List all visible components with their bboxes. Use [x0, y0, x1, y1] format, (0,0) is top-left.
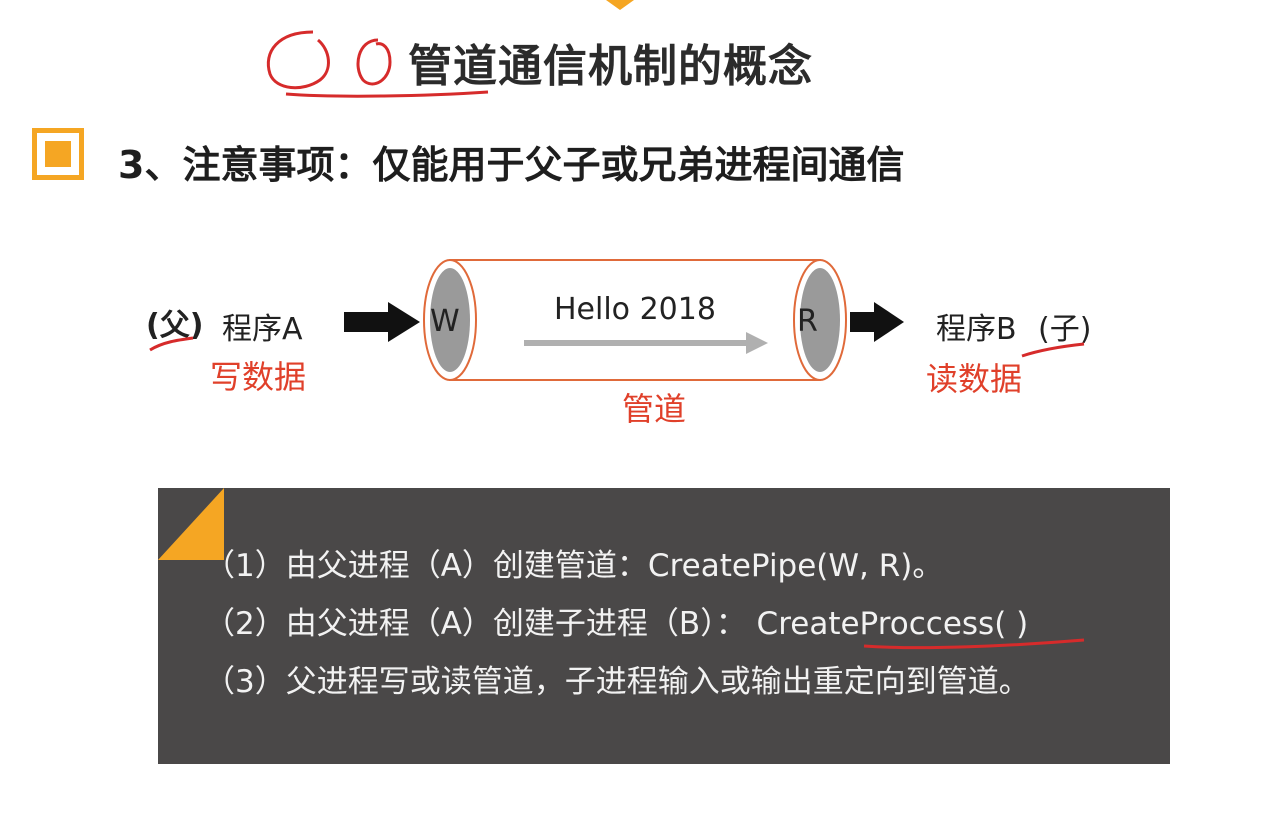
process-b-label: 程序B: [936, 304, 1017, 348]
pipe-label: 管道: [622, 384, 686, 430]
left-arrow-icon: [344, 300, 424, 344]
write-data-label: 写数据: [210, 352, 306, 398]
top-marker: [600, 0, 640, 12]
note-item-3: （3）父进程写或读管道，子进程输入或输出重定向到管道。: [204, 656, 1030, 701]
notes-corner-fold: [158, 488, 228, 562]
section-heading: 3、注意事项：仅能用于父子或兄弟进程间通信: [118, 134, 904, 189]
note-item-1: （1）由父进程（A）创建管道：CreatePipe(W, R)。: [204, 540, 943, 585]
pipe-message: Hello 2018: [554, 292, 716, 327]
slide-title: 管道通信机制的概念: [408, 30, 813, 94]
read-end-label: R: [797, 304, 818, 339]
bullet-square: [32, 128, 84, 180]
right-arrow-icon: [850, 300, 906, 344]
handwritten-underline-right: [1020, 340, 1090, 360]
process-a-label: 程序A: [222, 304, 303, 348]
write-end-label: W: [430, 304, 460, 339]
handwritten-underline-notes: [862, 634, 1092, 654]
read-data-label: 读数据: [926, 354, 1022, 400]
notes-panel: （1）由父进程（A）创建管道：CreatePipe(W, R)。 （2）由父进程…: [158, 488, 1170, 764]
handwritten-underline-left: [148, 334, 198, 354]
